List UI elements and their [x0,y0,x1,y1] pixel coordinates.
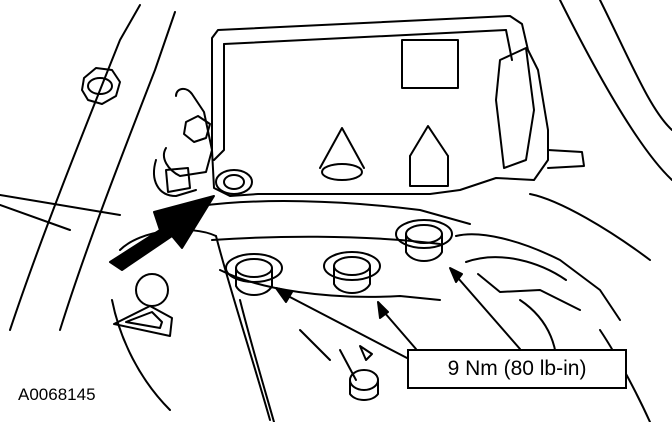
right-components [456,0,672,422]
bolt-2 [324,252,380,293]
engine-block-edges [0,5,175,330]
cover-bracket [154,89,212,196]
background-bolt [82,68,120,104]
ball-stud [114,274,172,336]
bolt-3 [396,220,452,261]
component-cover [212,16,548,196]
torque-spec-callout: 9 Nm (80 lb-in) [407,349,627,389]
figure-id: A0068145 [18,385,96,404]
lower-manifold [112,201,470,422]
torque-spec-text: 9 Nm (80 lb-in) [447,357,587,380]
lower-bolt [350,370,378,400]
bolt-1 [226,254,282,295]
pointer-arrow [110,196,214,270]
leader-lines [276,268,520,358]
